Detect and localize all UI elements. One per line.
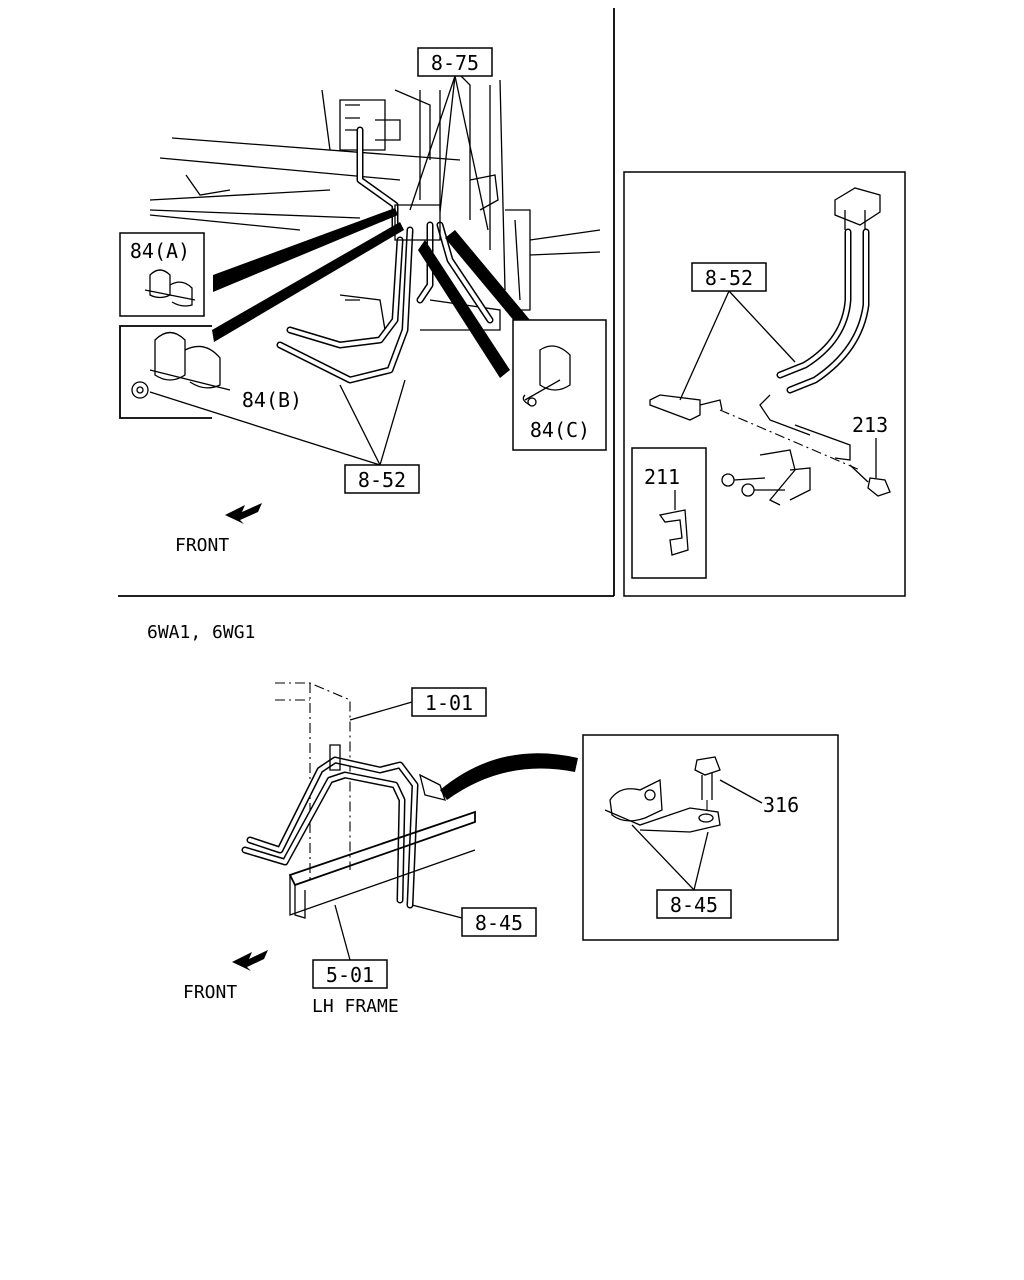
inset-right: 8-52 213 211 (623, 171, 906, 597)
bolts-lower (721, 473, 785, 497)
front-arrow-icon (225, 503, 262, 524)
label-84c: 84(C) (530, 418, 590, 442)
bolt-213-icon (849, 464, 891, 497)
bolt-316-icon (694, 756, 721, 815)
callout-84b-box: 84(B) (119, 325, 312, 419)
callout-1-01: 1-01 (349, 687, 487, 721)
callout-8-75: 8-75 (409, 47, 493, 231)
inset-bottom: 316 8-45 (582, 734, 839, 941)
front-arrow-icon (232, 950, 268, 971)
label-8-52-lower: 8-52 (358, 468, 406, 492)
label-213: 213 (852, 413, 888, 437)
callout-84a-box: 84(A) (119, 232, 205, 317)
front-label-top: FRONT (175, 535, 229, 556)
label-5-01: 5-01 (326, 963, 374, 987)
engine-variant-label: 6WA1, 6WG1 (147, 622, 255, 643)
clip-84b-icon (131, 331, 231, 399)
front-indicator-top: FRONT (175, 503, 262, 556)
label-1-01: 1-01 (425, 691, 473, 715)
clamp-84c-icon (522, 345, 571, 407)
callout-8-45-left: 8-45 (411, 904, 537, 937)
label-8-45-inset: 8-45 (670, 893, 718, 917)
callout-wedges (212, 208, 530, 378)
callout-5-01: 5-01 LH FRAME (312, 904, 399, 1017)
front-label-bottom: FRONT (183, 982, 237, 1003)
top-frame (118, 8, 615, 597)
label-84a: 84(A) (130, 239, 190, 263)
callout-84c-box: 84(C) (512, 319, 607, 451)
label-8-45-left: 8-45 (475, 911, 523, 935)
bottom-illustration (241, 682, 578, 919)
front-indicator-bottom: FRONT (183, 950, 268, 1003)
label-316: 316 (763, 793, 799, 817)
clip-84a-icon (144, 269, 196, 307)
label-8-75: 8-75 (431, 51, 479, 75)
chassis-illustration (149, 74, 601, 331)
label-84b: 84(B) (242, 388, 302, 412)
label-211: 211 (644, 465, 680, 489)
clip-211-icon (658, 509, 689, 556)
label-8-52-inset: 8-52 (705, 266, 753, 290)
callout-8-52-lower: 8-52 (149, 379, 420, 494)
lh-frame-label: LH FRAME (312, 996, 399, 1017)
